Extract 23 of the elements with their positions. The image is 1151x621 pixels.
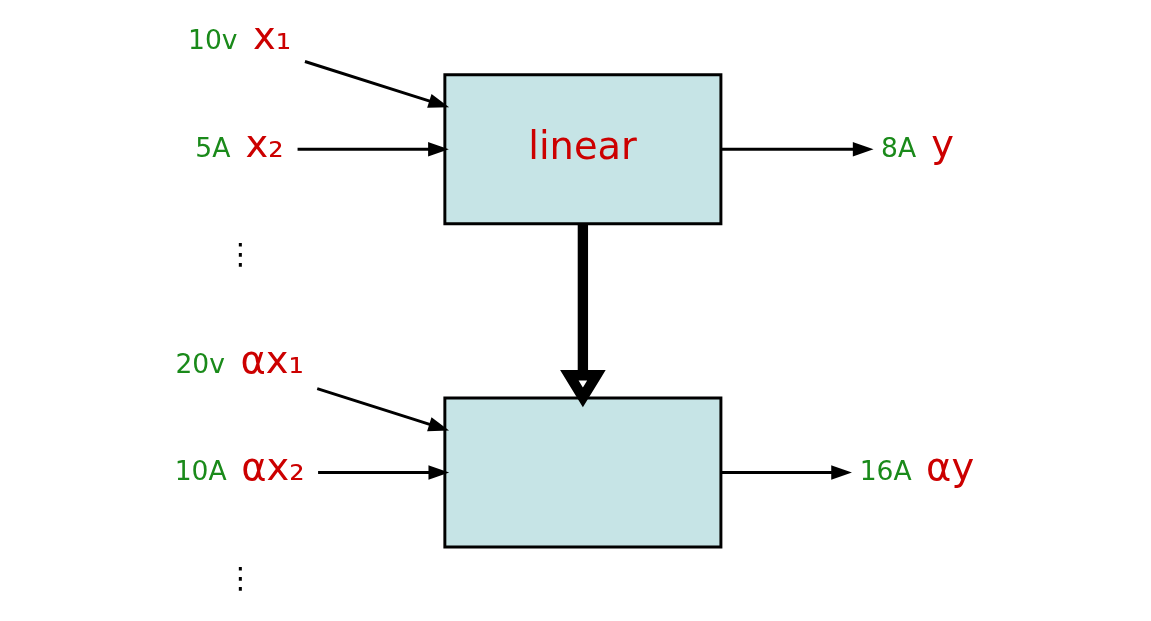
node-text: x₂	[245, 121, 284, 167]
node-label: 20v	[175, 347, 225, 379]
node-text: x₁	[252, 13, 292, 59]
node-box	[443, 396, 723, 549]
arrow	[297, 142, 449, 157]
node-label: 5A	[195, 132, 231, 164]
arrow	[560, 223, 606, 408]
node-text: αy	[926, 444, 975, 490]
arrow	[318, 465, 450, 480]
arrow	[721, 465, 852, 480]
node-label: 16A	[859, 455, 912, 487]
node-label: 10A	[174, 455, 227, 487]
node-label: 8A	[881, 132, 917, 164]
node-text: αx₁	[240, 336, 304, 382]
node-text: αx₂	[241, 444, 305, 490]
label: ⋮	[225, 560, 256, 595]
label: ⋮	[225, 237, 256, 272]
arrow	[721, 142, 874, 157]
arrow	[304, 60, 450, 108]
node-label: 10v	[188, 24, 238, 56]
node-box: linear	[443, 73, 723, 226]
arrow	[316, 387, 450, 432]
node-text: y	[931, 121, 954, 167]
